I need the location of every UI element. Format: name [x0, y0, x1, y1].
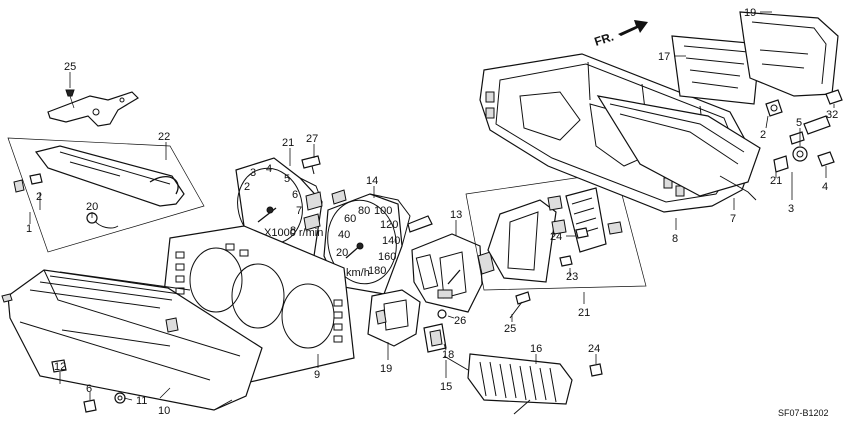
callout-31: 25	[64, 61, 76, 73]
part-5-bulb-socket	[789, 115, 831, 145]
front-direction-indicator: FR.	[593, 20, 648, 49]
part-11-bulb	[114, 392, 126, 404]
svg-text:20: 20	[336, 247, 348, 259]
part-26-bulb	[575, 227, 589, 239]
part-29-bulb	[437, 309, 447, 319]
callout-32: 32	[826, 109, 838, 121]
svg-text:140: 140	[382, 235, 400, 247]
svg-text:5: 5	[284, 173, 290, 185]
callout-2-right: 2	[760, 129, 766, 141]
callout-numbers: 25 22 2 1 20 21 27 14 13 9 10 12 6 11 19…	[26, 7, 838, 417]
part-19-top-plate	[739, 11, 839, 97]
part-16-circuit-board	[467, 353, 573, 415]
svg-text:160: 160	[378, 251, 396, 263]
svg-text:120: 120	[380, 219, 398, 231]
svg-text:40: 40	[338, 229, 350, 241]
part-17-circuit-sheet	[671, 35, 761, 105]
svg-text:80: 80	[358, 205, 370, 217]
svg-text:6: 6	[292, 189, 298, 201]
part-20-switch	[367, 289, 421, 347]
callout-4: 4	[822, 181, 828, 193]
part-12-grommet	[51, 359, 67, 373]
part-6-bulb	[83, 399, 97, 413]
part-24-assembly	[7, 137, 205, 253]
svg-text:60: 60	[344, 213, 356, 225]
part-3-bulb	[773, 155, 789, 173]
svg-text:180: 180	[368, 265, 386, 277]
callout-21-left: 20	[86, 201, 98, 213]
callout-21-right: 21	[770, 175, 782, 187]
part-21-socket-right	[792, 146, 808, 162]
callout-16: 16	[530, 343, 542, 355]
callout-7: 7	[730, 213, 736, 225]
callout-15: 15	[440, 381, 452, 393]
part-32-bulb	[825, 89, 843, 105]
direction-label: FR.	[593, 30, 616, 49]
callout-14: 14	[366, 175, 378, 187]
leader-lines	[29, 11, 835, 401]
callout-27: 24	[588, 343, 600, 355]
callout-24: 22	[158, 131, 170, 143]
part-13-fuel-temp-gauge	[411, 233, 495, 313]
svg-text:100: 100	[374, 205, 392, 217]
svg-text:7: 7	[296, 205, 302, 217]
part-30-screw	[301, 155, 321, 175]
part-4-bulb	[817, 151, 835, 167]
front-arrow-icon	[618, 20, 648, 36]
part-27-screw	[589, 363, 603, 377]
part-25-bulb	[559, 255, 573, 267]
svg-text:4: 4	[266, 163, 272, 175]
callout-19: 19	[744, 7, 756, 19]
callout-11: 11	[136, 395, 147, 407]
part-2-bulb-right	[765, 99, 783, 117]
svg-text:3: 3	[250, 167, 256, 179]
tacho-unit-label: X1000 r/min	[264, 227, 323, 239]
svg-text:2: 2	[244, 181, 250, 193]
part-7-printed-circuit	[596, 95, 761, 201]
callout-9: 9	[314, 369, 320, 381]
part-18-switch	[423, 323, 469, 371]
callout-30: 27	[306, 133, 318, 145]
speedometer-tick-labels: 20 40 60 80 100 120 140 160 180	[336, 205, 400, 277]
diagram-code: SF07-B1202	[778, 408, 829, 418]
callout-29: 26	[454, 315, 466, 327]
callout-10: 10	[158, 405, 170, 417]
part-31-bracket	[47, 89, 139, 127]
callout-6: 6	[86, 383, 92, 395]
callout-13: 13	[450, 209, 462, 221]
callout-17: 17	[658, 51, 670, 63]
callout-22: 21	[282, 137, 294, 149]
callout-12: 12	[54, 361, 66, 373]
callout-20: 19	[380, 363, 392, 375]
callout-28: 25	[504, 323, 516, 335]
callout-26: 24	[550, 231, 562, 243]
callout-2-left: 2	[36, 191, 42, 203]
callout-18: 18	[442, 349, 454, 361]
callout-3: 3	[788, 203, 794, 215]
part-10-lens-housing	[1, 269, 263, 411]
callout-1: 1	[26, 223, 32, 235]
callout-25: 23	[566, 271, 578, 283]
svg-text:8: 8	[290, 225, 296, 237]
callout-8: 8	[672, 233, 678, 245]
part-28-screw	[509, 291, 531, 319]
speedo-unit-label: km/h	[346, 267, 370, 279]
callout-5: 5	[796, 117, 802, 129]
callout-23: 21	[578, 307, 590, 319]
